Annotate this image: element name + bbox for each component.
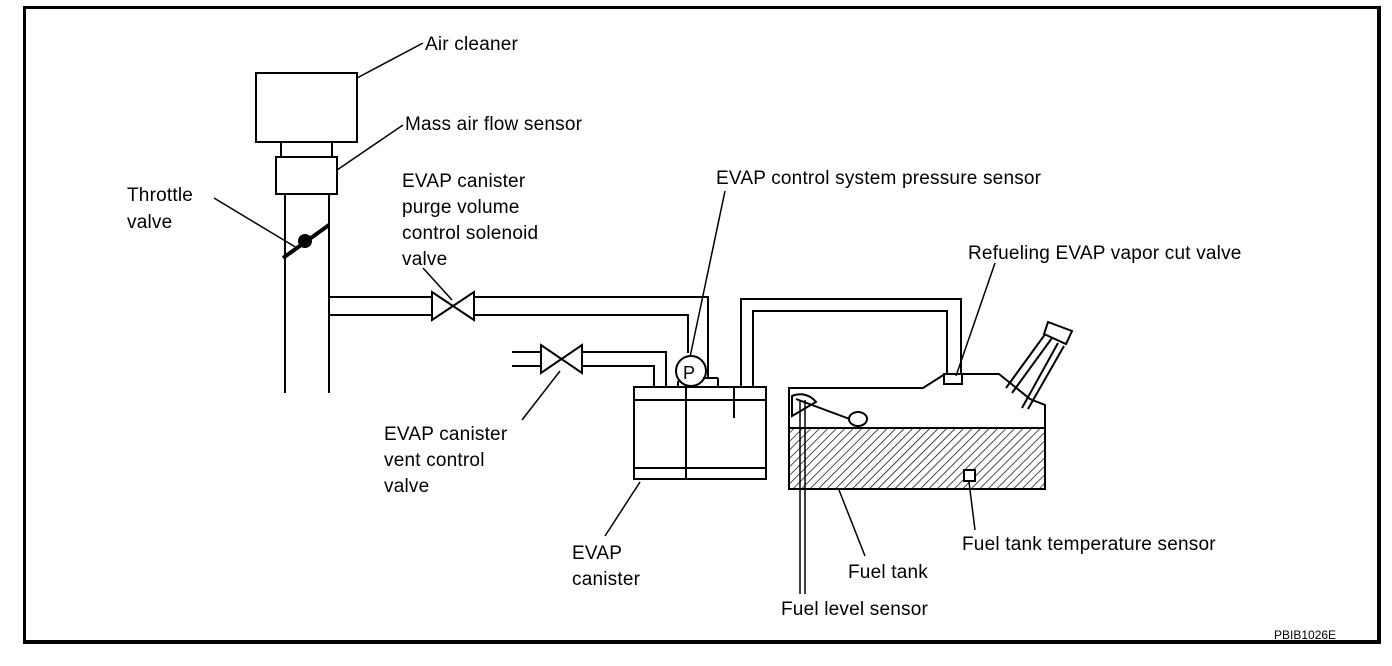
label-air-cleaner: Air cleaner <box>425 34 518 55</box>
label-purge-1: EVAP canister <box>402 171 526 192</box>
fuel-tank <box>788 373 1046 490</box>
diagram-frame <box>23 6 1381 644</box>
label-purge-4: valve <box>402 249 447 270</box>
pressure-sensor <box>675 355 719 387</box>
air-cleaner-box <box>255 72 358 143</box>
label-temperature-sensor: Fuel tank temperature sensor <box>962 534 1216 555</box>
label-vent-1: EVAP canister <box>384 424 508 445</box>
purge-line <box>329 296 709 378</box>
purge-volume-control-solenoid-valve <box>431 290 475 322</box>
evap-canister <box>633 386 767 480</box>
label-vent-2: vent control <box>384 450 485 471</box>
label-refueling-valve: Refueling EVAP vapor cut valve <box>968 243 1242 264</box>
filler-neck <box>1005 320 1074 410</box>
label-mass-air-flow-sensor: Mass air flow sensor <box>405 114 583 135</box>
figure-code: PBIB1026E <box>1274 628 1336 642</box>
throttle-valve <box>281 223 331 260</box>
vapor-line <box>740 298 962 387</box>
label-throttle: Throttle <box>127 185 193 206</box>
label-purge-3: control solenoid <box>402 223 538 244</box>
mass-air-flow-sensor <box>275 141 338 195</box>
label-pressure-sensor: EVAP control system pressure sensor <box>716 168 1042 189</box>
label-canister-1: EVAP <box>572 543 622 564</box>
label-vent-3: valve <box>384 476 429 497</box>
vent-line <box>512 351 667 387</box>
intake-duct <box>284 194 330 393</box>
label-fuel-tank: Fuel tank <box>848 562 928 583</box>
label-canister-2: canister <box>572 569 641 590</box>
label-purge-2: purge volume <box>402 197 520 218</box>
refueling-vapor-cut-valve <box>943 373 963 385</box>
vent-control-valve <box>540 343 583 375</box>
fuel-level-sensor <box>791 393 868 427</box>
fuel-tank-temperature-sensor <box>963 469 976 482</box>
pressure-sensor-symbol: P <box>683 363 695 383</box>
label-fuel-level-sensor: Fuel level sensor <box>781 599 928 620</box>
leader-lines <box>213 42 996 594</box>
label-throttle-valve: valve <box>127 212 172 233</box>
